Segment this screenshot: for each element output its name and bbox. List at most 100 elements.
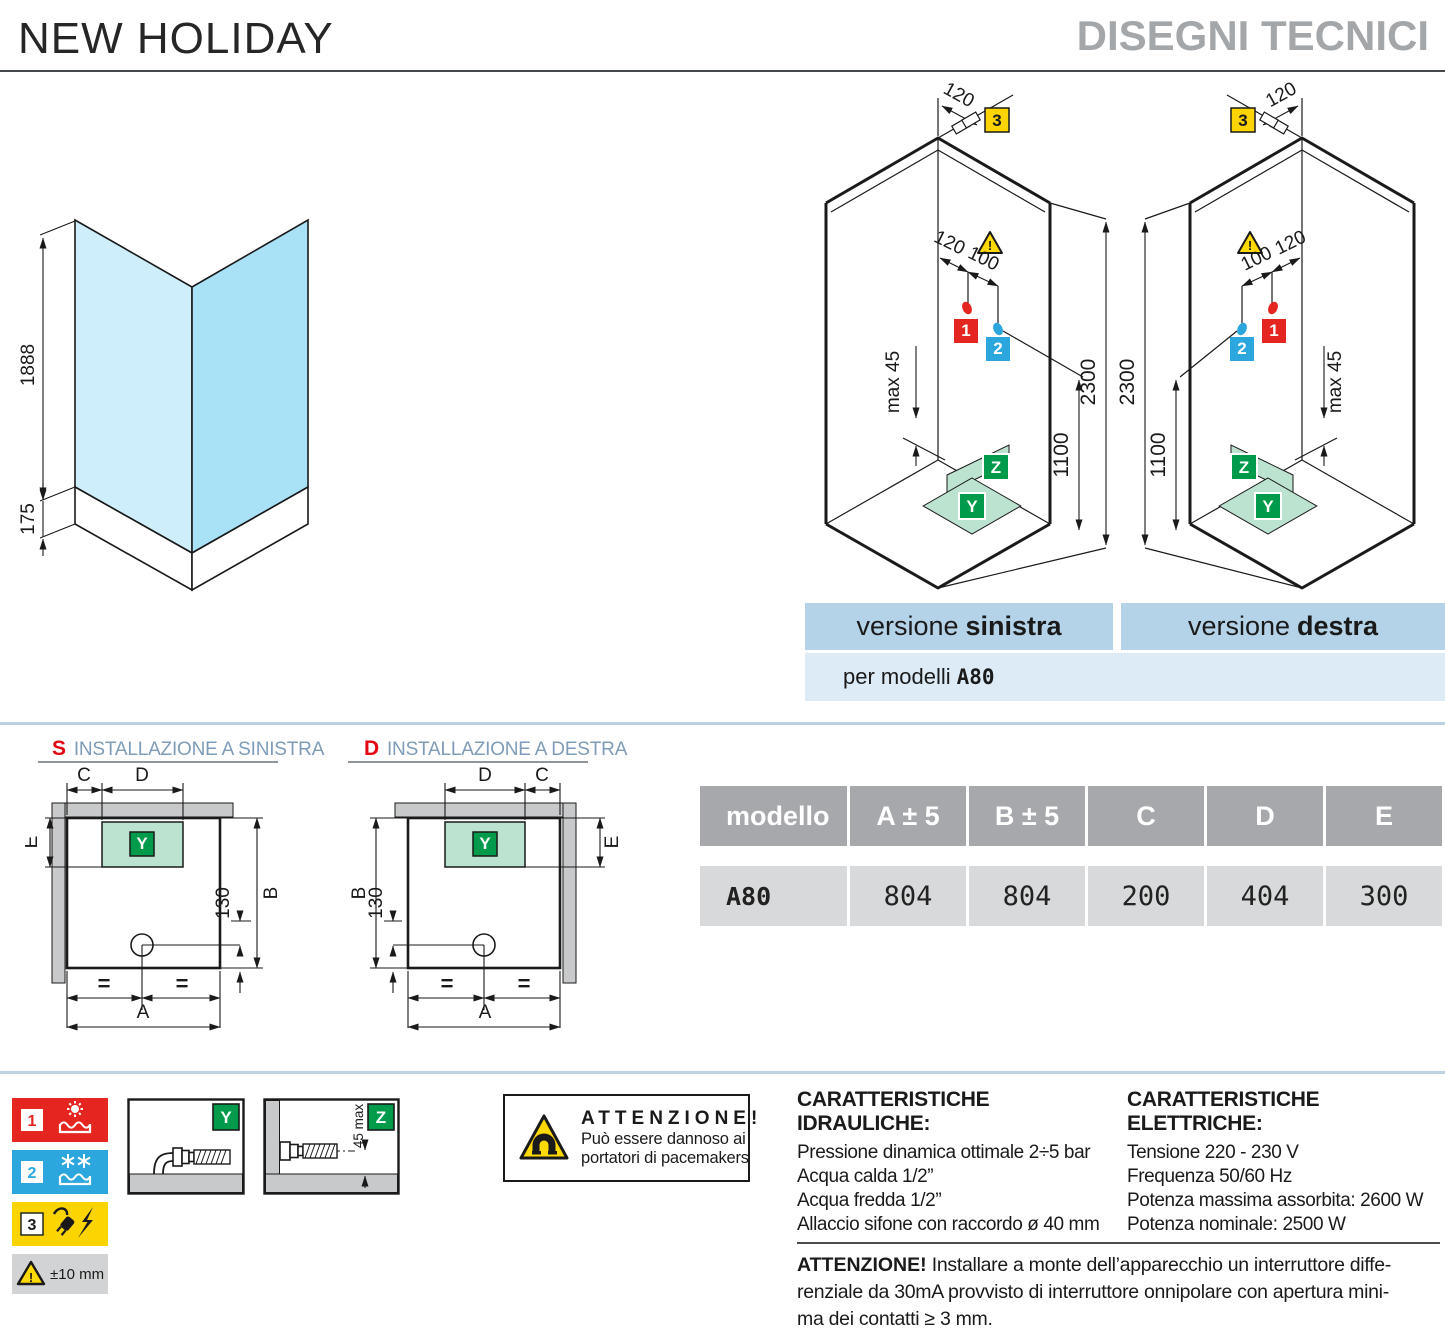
svg-text:Y: Y [136, 834, 148, 853]
tray-badge: Y [129, 831, 155, 857]
page-subtitle: DISEGNI TECNICI [1076, 12, 1429, 59]
cold-water-point [993, 322, 1003, 336]
dim-max45: max 45 [1325, 351, 1346, 413]
svg-text:Z: Z [1239, 458, 1249, 477]
tolerance-label: ±10 mm [50, 1265, 105, 1283]
tray-badge: Y [472, 831, 498, 857]
table-cell-model: A80 [700, 866, 847, 926]
svg-text:!: ! [29, 1270, 33, 1285]
hot-badge: 1 [954, 319, 978, 343]
svg-text:!: ! [988, 238, 992, 253]
note-line: ma dei contatti ≥ 3 mm. [797, 1307, 993, 1328]
magnet-warning-icon [519, 1114, 569, 1160]
svg-text:2: 2 [28, 1165, 37, 1182]
hydraulic-line: Acqua calda 1/2” [797, 1166, 934, 1188]
legend-cold-water: 2 [12, 1150, 108, 1194]
wall-top [51, 802, 234, 818]
legend-power: 3 [12, 1202, 108, 1246]
version-label: versione [1187, 611, 1290, 641]
plan-drawing-destra: Y D C E B 130 = = A [349, 765, 623, 1031]
power-connection-icon [1259, 111, 1289, 135]
dim-130: 130 [366, 887, 387, 919]
svg-text:1: 1 [28, 1113, 37, 1130]
wall-top [394, 802, 577, 818]
svg-text:!: ! [1248, 238, 1252, 253]
dim-120-mid: 120 [931, 227, 969, 260]
equal-mark: = [441, 971, 454, 996]
electric-line: Frequenza 50/60 Hz [1127, 1166, 1292, 1188]
section-divider-top [0, 722, 1445, 725]
dim-120-mid: 120 [1272, 227, 1310, 260]
svg-text:Z: Z [376, 1108, 386, 1127]
svg-text:1: 1 [1269, 321, 1278, 340]
dim-max45: max 45 [883, 351, 904, 413]
installation-label: INSTALLAZIONE A SINISTRA [73, 739, 325, 760]
table-cell-b: 804 [969, 866, 1085, 926]
warning-line: Può essere dannoso ai [581, 1129, 746, 1148]
svg-text:2: 2 [1237, 339, 1246, 358]
hydraulic-line: Allaccio sifone con raccordo ø 40 mm [797, 1214, 1100, 1236]
tray-height-dim: 175 [18, 503, 39, 535]
legend-tolerance: ! ±10 mm [12, 1254, 108, 1294]
detail-drawing-z: 45 max Z [263, 1098, 400, 1195]
svg-text:Y: Y [966, 497, 978, 516]
header-rule [0, 70, 1445, 72]
installation-title-right: D INSTALLAZIONE A DESTRA [364, 737, 627, 761]
detail-drawing-y: Y [127, 1098, 245, 1195]
dim-1100: 1100 [1147, 432, 1170, 477]
dimensions-table: modello A ± 5 B ± 5 C D E A80 804 804 20… [700, 786, 1442, 926]
svg-text:3: 3 [992, 111, 1001, 130]
table-cell-a: 804 [850, 866, 966, 926]
tray-area [101, 821, 184, 868]
installation-label: INSTALLAZIONE A DESTRA [386, 739, 628, 760]
wall-left [51, 802, 66, 984]
cold-water-icon: 2 [21, 1154, 92, 1186]
note-line: Installare a monte dell’apparecchio un i… [931, 1254, 1391, 1276]
section-divider-bottom [0, 1071, 1445, 1074]
table-header-d: D [1207, 786, 1323, 846]
dim-b: B [261, 887, 282, 900]
hot-water-point [1268, 301, 1278, 315]
table-cell-c: 200 [1088, 866, 1204, 926]
version-label: versione [856, 611, 959, 641]
table-header-a: A ± 5 [850, 786, 966, 846]
version-name: sinistra [965, 611, 1062, 641]
table-cell-d: 404 [1207, 866, 1323, 926]
models-value: A80 [956, 665, 995, 689]
equal-mark: = [176, 971, 189, 996]
equal-mark: = [98, 971, 111, 996]
dim-e: E [602, 836, 623, 849]
note-label: ATTENZIONE! [797, 1254, 927, 1276]
cold-badge: 2 [986, 337, 1010, 361]
equal-mark: = [518, 971, 531, 996]
dim-2300: 2300 [1077, 359, 1100, 406]
electric-line: Potenza nominale: 2500 W [1127, 1214, 1346, 1236]
table-header-c: C [1088, 786, 1204, 846]
dim-c: C [77, 765, 91, 786]
table-header-b: B ± 5 [969, 786, 1085, 846]
dim-c: C [535, 765, 549, 786]
warning-triangle-icon: ! [1237, 231, 1263, 254]
glass-height-dim: 1888 [18, 344, 39, 386]
svg-text:3: 3 [28, 1217, 37, 1234]
cabin-drawing-destra: 120 3 ! 120 100 1 2 max 45 [1116, 82, 1416, 590]
dim-b: B [349, 887, 370, 900]
title-underline [348, 761, 588, 763]
pacemaker-warning-box: ATTENZIONE! Può essere dannoso ai portat… [503, 1094, 757, 1182]
svg-text:Z: Z [991, 458, 1001, 477]
tray-right-face [191, 485, 309, 592]
glass-corner-drawing: 1888 175 [18, 218, 309, 592]
note-line: renziale da 30mA provvisto di interrutto… [797, 1280, 1389, 1303]
dim-1100: 1100 [1050, 432, 1073, 477]
hot-water-point [962, 301, 972, 315]
version-name: destra [1297, 611, 1379, 641]
hydraulic-line: Acqua fredda 1/2” [797, 1190, 942, 1212]
legend-hot-water: 1 [12, 1098, 108, 1142]
page-title: NEW HOLIDAY [18, 14, 334, 63]
svg-text:3: 3 [1238, 111, 1247, 130]
installation-letter: D [364, 737, 379, 760]
svg-text:2: 2 [993, 339, 1002, 358]
